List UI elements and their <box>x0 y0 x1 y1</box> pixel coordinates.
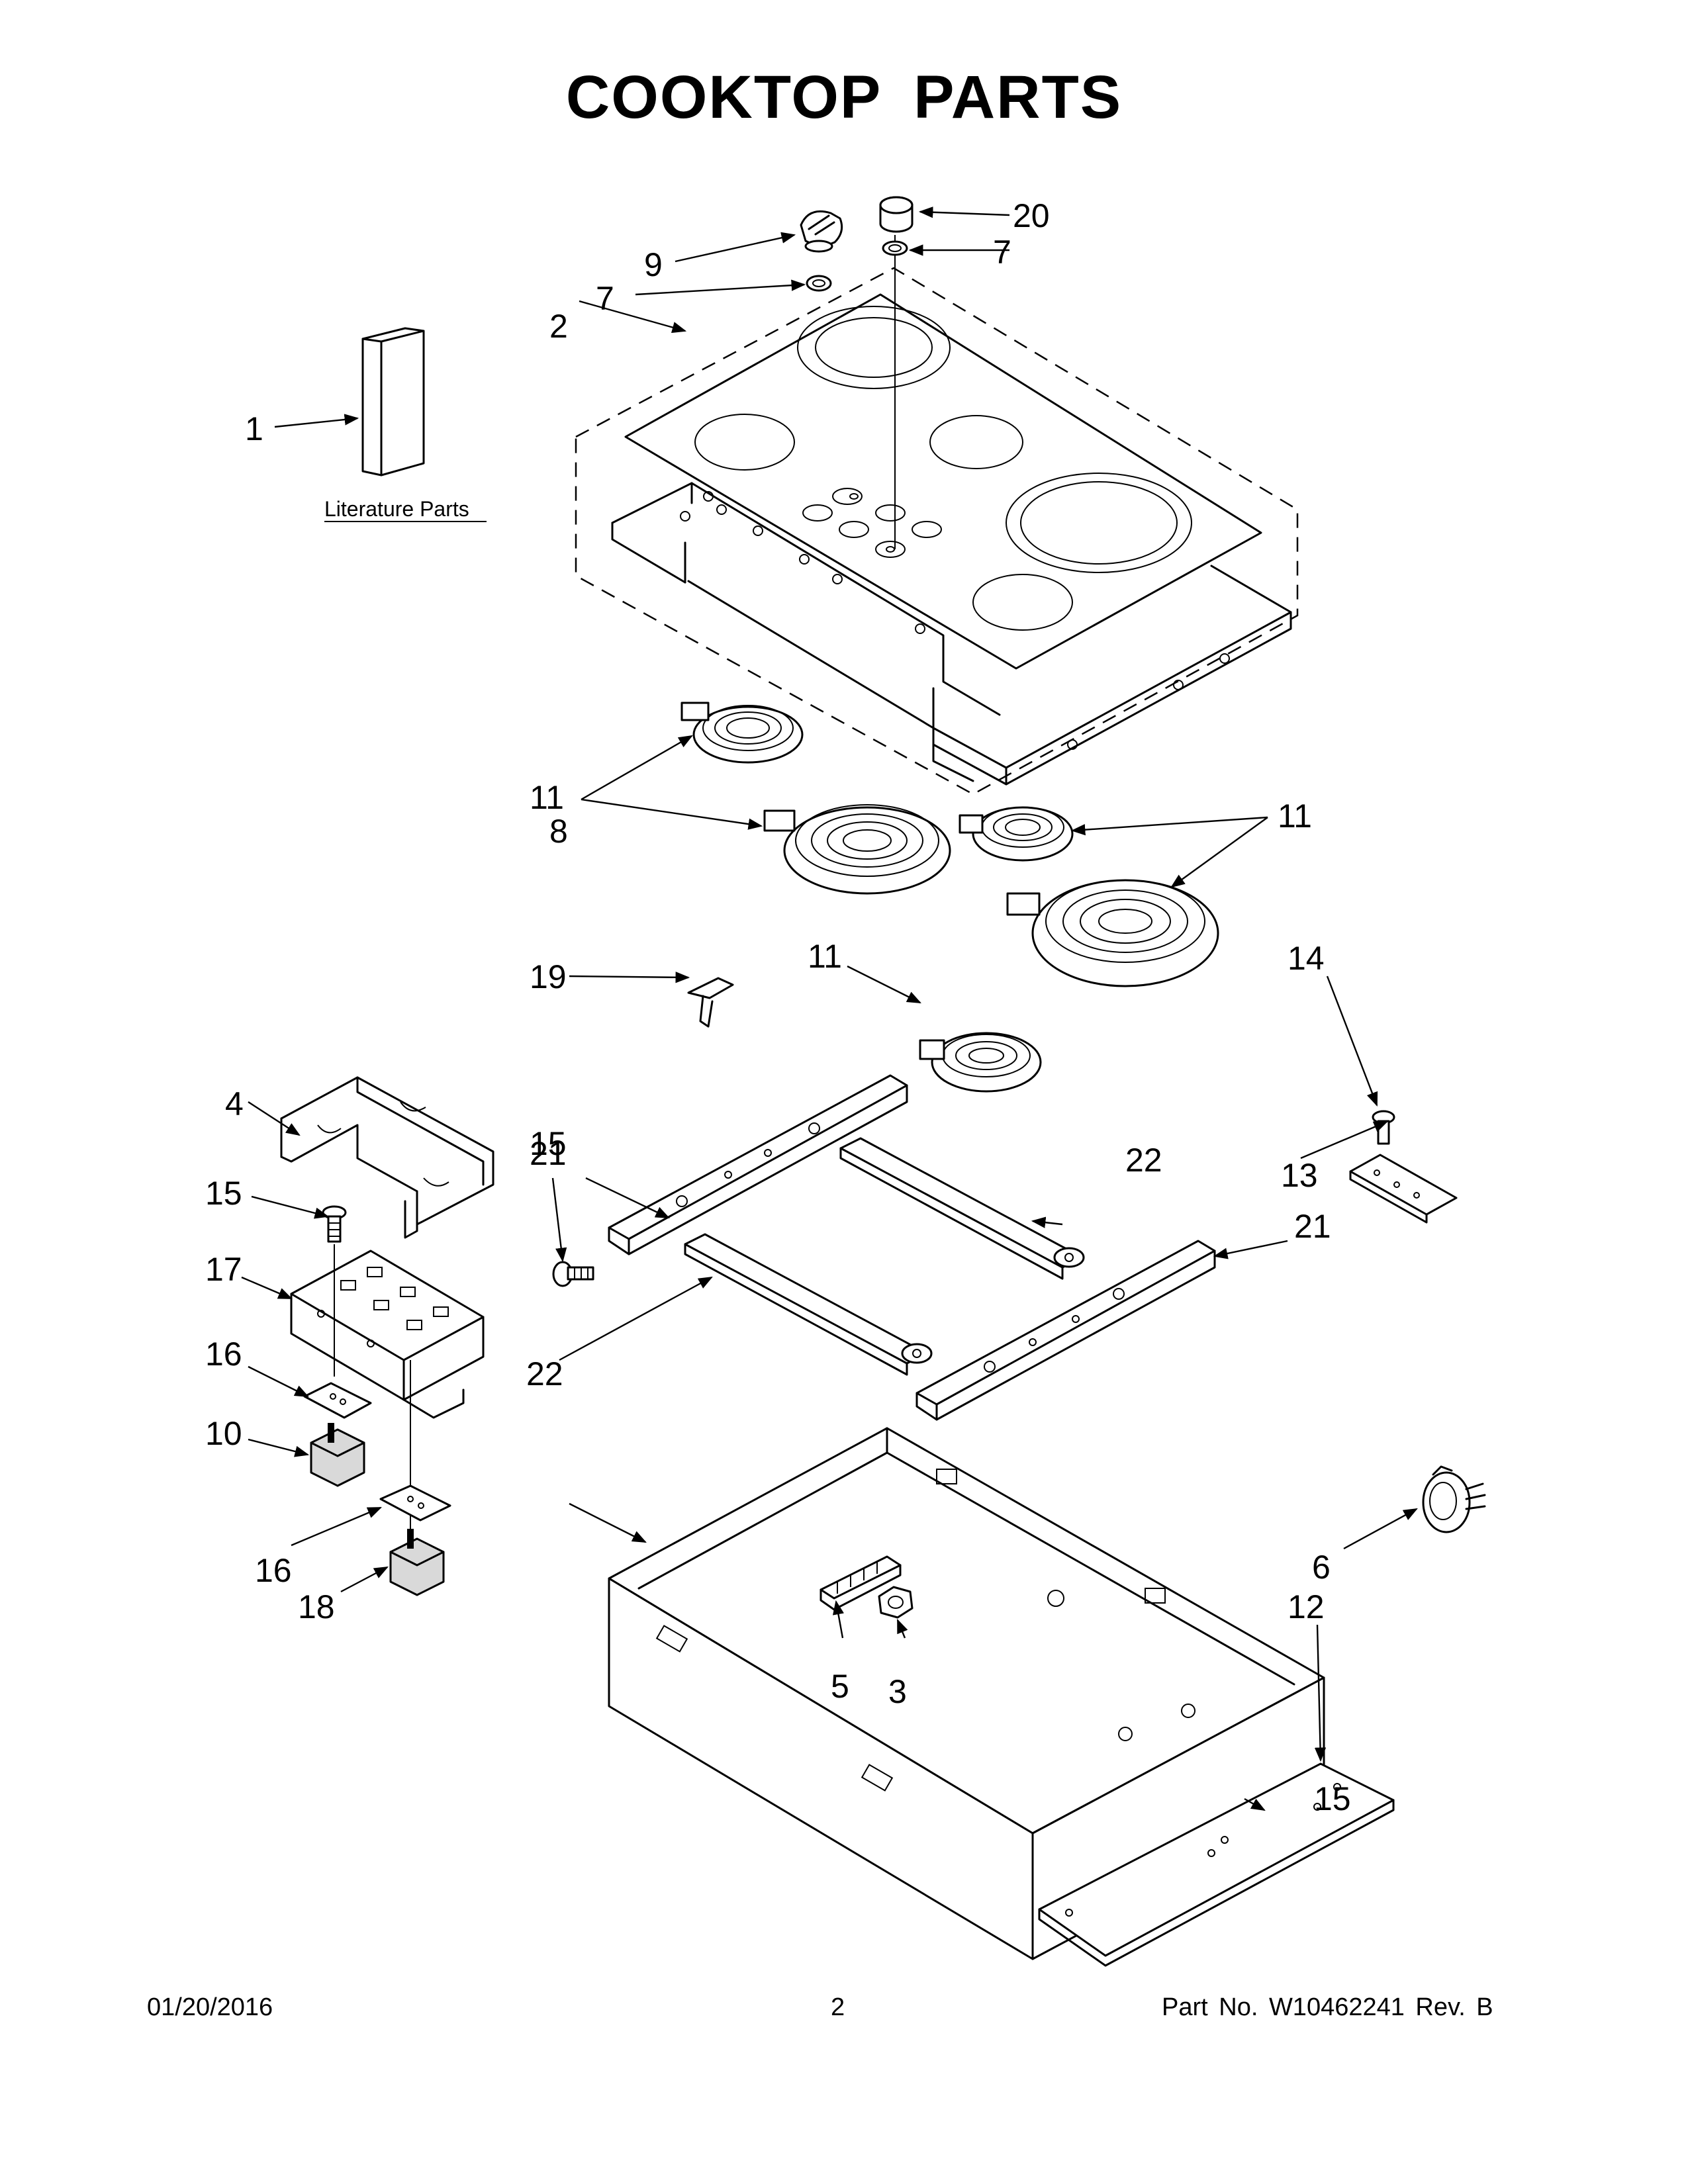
callout-11-right: 11 <box>1278 797 1312 835</box>
limit-thermostat <box>1422 1465 1486 1533</box>
callout-7-button-washer: 7 <box>993 234 1011 271</box>
leader-lines <box>241 206 1418 1811</box>
callout-8: 8 <box>549 813 568 850</box>
control-mounting-box <box>290 1250 485 1419</box>
callout-15-left: 15 <box>205 1175 242 1212</box>
callout-14: 14 <box>1288 940 1325 977</box>
control-button-cap <box>879 196 914 233</box>
callout-12: 12 <box>1288 1588 1325 1625</box>
callout-15-right: 15 <box>1314 1780 1351 1817</box>
switch-insulator-top <box>303 1382 372 1419</box>
callout-15-center: 15 <box>530 1125 567 1162</box>
callout-21-left: 21 <box>530 1135 567 1172</box>
cooktop-glass-assembly <box>575 235 1299 796</box>
callout-21-right: 21 <box>1294 1208 1331 1245</box>
callout-11-left: 11 <box>530 779 564 816</box>
dual-switch <box>389 1529 445 1596</box>
callout-5: 5 <box>831 1668 849 1705</box>
bottom-cover-plate <box>1038 1762 1395 1967</box>
callout-17: 17 <box>205 1251 242 1288</box>
callout-20: 20 <box>1013 197 1050 234</box>
element-clip <box>687 977 734 1028</box>
callout-11-bottom: 11 <box>808 938 842 975</box>
small-mounting-bracket <box>1349 1154 1458 1224</box>
literature-caption: Literature Parts <box>324 497 469 521</box>
callout-6: 6 <box>1312 1549 1331 1586</box>
heating-element-small-3 <box>919 1032 1042 1093</box>
page-title: COOKTOP PARTS <box>565 64 1123 131</box>
screw-center <box>552 1261 594 1287</box>
callout-13: 13 <box>1281 1157 1318 1194</box>
heating-element-large-1 <box>763 804 951 895</box>
callout-22-left: 22 <box>526 1355 563 1392</box>
infinite-switch <box>310 1423 365 1487</box>
footer-date: 01/20/2016 <box>147 1993 273 2021</box>
callout-18: 18 <box>298 1588 335 1625</box>
switch-insulator-bottom <box>379 1484 451 1522</box>
button-washer <box>882 240 908 256</box>
support-channel-upper <box>839 1137 1085 1280</box>
callout-16-bottom: 16 <box>255 1552 292 1589</box>
heating-element-small-1 <box>680 702 804 764</box>
touch-control-symbols <box>802 488 942 558</box>
callout-2: 2 <box>549 308 568 345</box>
callout-19: 19 <box>530 958 567 995</box>
callout-7-knob-washer: 7 <box>596 280 614 317</box>
callout-3: 3 <box>888 1673 907 1710</box>
callout-1: 1 <box>245 410 263 447</box>
support-channel-lower <box>684 1233 933 1376</box>
screw-left <box>322 1205 347 1243</box>
control-knob <box>800 210 843 253</box>
hex-nut <box>878 1586 914 1619</box>
heating-element-small-2 <box>959 806 1074 862</box>
support-rail-upper <box>608 1074 908 1255</box>
knob-washer <box>806 275 832 292</box>
literature-parts-booklet <box>361 327 425 477</box>
screw-top-right <box>1372 1110 1395 1145</box>
heating-element-large-2 <box>1006 879 1219 987</box>
support-rail-lower <box>915 1240 1216 1421</box>
footer-page-number: 2 <box>831 1993 845 2021</box>
callout-10: 10 <box>205 1415 242 1452</box>
callout-9: 9 <box>644 246 663 283</box>
callout-4: 4 <box>225 1085 244 1122</box>
callout-22-right: 22 <box>1125 1142 1162 1179</box>
callout-16-top: 16 <box>205 1336 242 1373</box>
control-bracket <box>280 1076 494 1239</box>
callout-numbers: 1 2 3 4 5 6 7 7 8 9 10 11 11 11 12 13 14… <box>205 197 1351 1817</box>
footer-part-number: Part No. W10462241 Rev. B <box>1162 1993 1493 2021</box>
